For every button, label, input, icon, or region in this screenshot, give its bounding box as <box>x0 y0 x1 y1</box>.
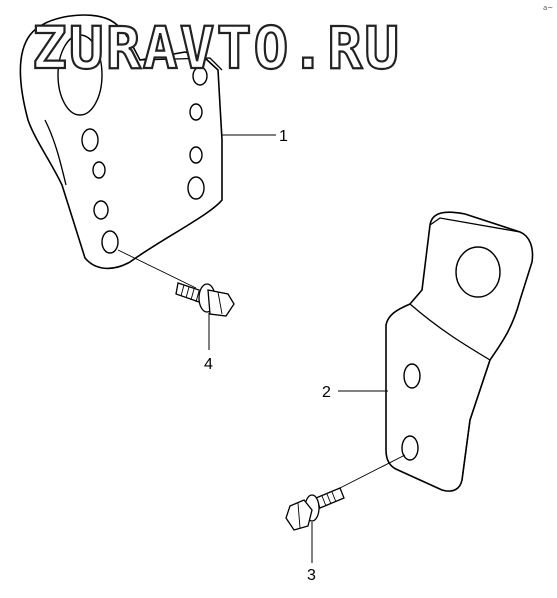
bolt-part-4 <box>175 282 235 317</box>
bolt-part-3 <box>285 487 345 531</box>
assembly-line-4 <box>117 249 197 289</box>
assembly-line-3 <box>339 454 406 489</box>
callout-label-2: 2 <box>322 384 331 401</box>
eye-hole <box>57 34 103 116</box>
callout-label-4: 4 <box>204 356 213 373</box>
watermark-text: ZURAVTO.RU <box>32 14 401 82</box>
callout-label-1: 1 <box>279 128 288 145</box>
callout-label-3: 3 <box>307 567 316 584</box>
bracket-part-1 <box>19 14 223 270</box>
corner-mark: a~ <box>543 4 553 12</box>
eye-hole-2 <box>455 246 501 298</box>
bracket-part-2 <box>385 211 534 492</box>
